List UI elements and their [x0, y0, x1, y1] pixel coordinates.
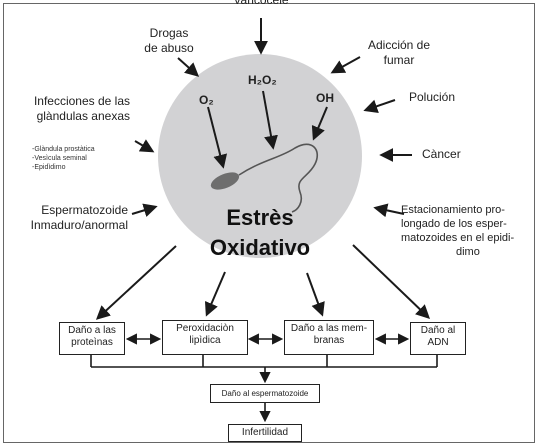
damage-arrows: [95, 244, 431, 320]
arrow-to-membranes: [306, 272, 325, 317]
arrow-drugs: [177, 57, 200, 77]
arrow-to-lipid: [204, 271, 226, 317]
box-dna-damage: Daño al ADN: [410, 322, 466, 355]
gland-item: -Epidìdimo: [32, 164, 66, 171]
label-h2o2: H₂O₂: [248, 73, 277, 87]
sperm-icon: [210, 143, 319, 213]
arrow-to-dna: [352, 244, 431, 319]
label-storage: Estacionamiento pro- longado de los espe…: [401, 204, 515, 258]
diagram-frame: [3, 3, 535, 443]
arrow-immature: [131, 203, 158, 217]
cause-arrows: [131, 18, 412, 218]
arrow-to-proteins: [95, 245, 177, 320]
center-title: Estrès Oxidativo: [209, 205, 311, 260]
box-protein-damage: Daño a las proteìnas: [59, 322, 125, 355]
box-infertility: Infertilidad: [228, 424, 302, 442]
box-membrane-damage: Daño a las mem- branas: [284, 320, 374, 355]
gland-item: -Glàndula prostàtica: [32, 146, 95, 153]
label-pollution: Polución: [409, 90, 456, 104]
label-smoking: Adicción de fumar: [367, 38, 431, 67]
arrow-oh: [311, 106, 328, 141]
label-drugs: Drogas de abuso: [144, 26, 194, 55]
oxidative-stress-circle: [158, 54, 362, 258]
label-oh: OH: [316, 91, 334, 105]
box-sperm-damage: Daño al espermatozoide: [210, 384, 320, 403]
box-lipid-peroxidation: Peroxidaciòn lipìdica: [162, 320, 248, 355]
gland-item: -Vesìcula seminal: [32, 155, 87, 162]
label-immature: Espermatozoide Inmaduro/anormal: [30, 203, 128, 232]
label-cancer: Càncer: [422, 147, 461, 161]
label-varicocele: Varicocele: [233, 0, 289, 7]
arrow-pollution: [363, 99, 396, 113]
gland-list: -Glàndula prostàtica -Vesìcula seminal -…: [32, 145, 95, 172]
molecule-arrows: [207, 90, 328, 169]
arrow-smoking: [330, 56, 361, 74]
label-infections: Infecciones de las glàndulas anexas: [33, 94, 130, 123]
arrow-o2: [207, 106, 228, 169]
arrow-storage: [373, 203, 405, 218]
bottom-connectors: [90, 355, 438, 423]
label-o2: O₂: [199, 93, 214, 107]
arrow-infections: [134, 139, 155, 153]
arrow-h2o2: [262, 90, 278, 150]
